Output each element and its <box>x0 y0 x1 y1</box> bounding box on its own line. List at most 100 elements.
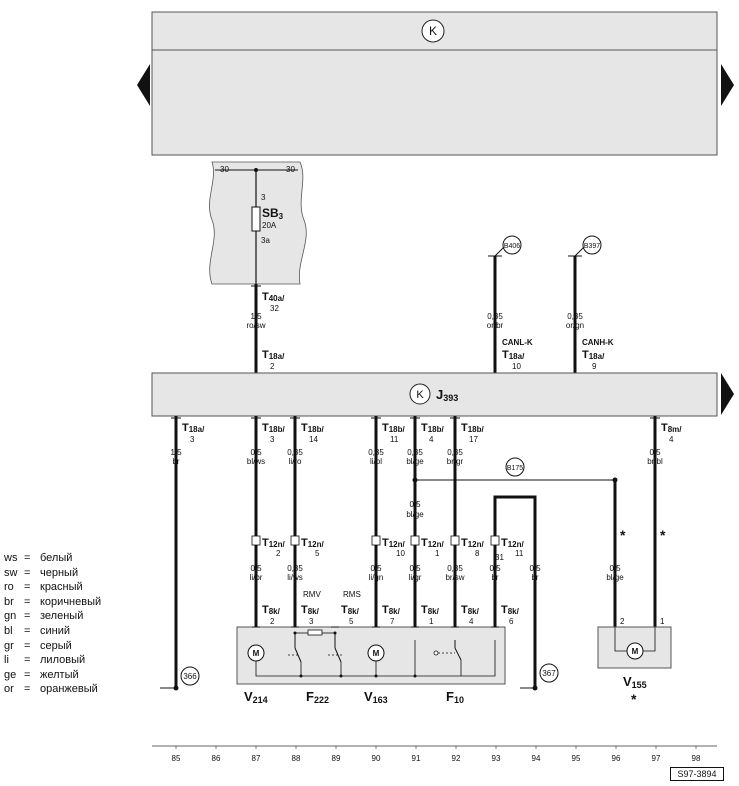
b397-branch: B397 0,35 or/gn CANH-K T18a/ 9 <box>566 235 614 373</box>
mid-wire-size: 0,5 <box>409 500 421 509</box>
t8k-connector-1: T8k/ <box>301 604 320 616</box>
t12n-color-4: br/sw <box>445 573 464 582</box>
t8k-pin-6: 6 <box>509 617 514 626</box>
component-v214: V214 <box>244 689 268 705</box>
column-number: 92 <box>452 754 461 763</box>
b397-label: B397 <box>584 243 600 250</box>
legend-row: gn=зеленый <box>4 609 101 624</box>
w96-size: 0,5 <box>609 564 621 573</box>
j-output-color-3: li/bl <box>370 457 382 466</box>
t12n-plug-icon <box>450 535 460 546</box>
j-output-color-5: br/gr <box>447 457 464 466</box>
column-number: 91 <box>412 754 421 763</box>
j-output-pin-2: 14 <box>309 435 318 444</box>
b397-connector: T18a/ <box>582 349 605 361</box>
component-v155: V155 <box>623 674 647 690</box>
component-f222: F222 <box>306 689 329 705</box>
legend-code: gn <box>4 610 17 623</box>
b397-size: 0,35 <box>567 312 583 321</box>
column-number: 97 <box>652 754 661 763</box>
column-number: 88 <box>292 754 301 763</box>
column-number: 85 <box>172 754 181 763</box>
t12n-pin-5: 11 <box>515 549 524 558</box>
column-number: 86 <box>212 754 221 763</box>
t12n-connector-0: T12n/ <box>262 537 286 549</box>
right-arrow-icon <box>721 64 734 106</box>
legend-text: зеленый <box>40 610 84 623</box>
j-output-size-6: 0,5 <box>649 448 661 457</box>
b397-pin: 9 <box>592 362 597 371</box>
t12n-color-1: li/ws <box>287 573 303 582</box>
j-output-pin-3: 11 <box>390 435 399 444</box>
v155-pin-2: 2 <box>620 617 625 626</box>
canl-label: CANL-K <box>502 338 533 347</box>
column-number: 94 <box>532 754 541 763</box>
v163-motor-icon: M <box>373 649 380 658</box>
t12n-connector-4: T12n/ <box>461 537 485 549</box>
t18a-2-pin: 2 <box>270 362 275 371</box>
top-circle-label: K <box>429 24 437 38</box>
bus-30-right: 30 <box>286 165 295 174</box>
legend-code: ge <box>4 668 17 681</box>
j-output-connector-6: T8m/ <box>661 422 682 434</box>
v155-actuator: M 2 1 <box>597 617 672 669</box>
legend-eq: = <box>24 595 31 608</box>
b406-pin: 10 <box>512 362 521 371</box>
t8k-pin-2: 5 <box>349 617 354 626</box>
j-output-color-1: bl/ws <box>247 457 265 466</box>
fuse-name: SB3 <box>262 206 284 221</box>
legend-row: sw=черный <box>4 566 101 581</box>
t12n-connector-1: T12n/ <box>301 537 325 549</box>
b397-color: or/gn <box>566 321 584 330</box>
b406-branch: B406 0,35 or/br CANL-K T18a/ 10 <box>487 235 533 373</box>
column-number: 95 <box>572 754 581 763</box>
w96-color: bl/ge <box>606 573 624 582</box>
t12n-size-2: 0,5 <box>370 564 382 573</box>
actuator-group: M M <box>236 626 506 685</box>
legend-row: ws=белый <box>4 551 101 566</box>
legend-eq: = <box>24 581 31 594</box>
column-number: 90 <box>372 754 381 763</box>
column-number: 98 <box>692 754 701 763</box>
t12n-pin-4: 8 <box>475 549 480 558</box>
legend-row: li=лиловый <box>4 653 101 668</box>
legend-row: gr=серый <box>4 639 101 654</box>
j-output-connector-1: T18b/ <box>262 422 286 434</box>
t12n-size-1: 0,35 <box>287 564 303 573</box>
t12n-plug-icon <box>251 535 261 546</box>
t8k-connector-2: T8k/ <box>341 604 360 616</box>
legend-code: ws <box>4 552 18 564</box>
legend-text: серый <box>40 639 72 652</box>
v214-motor-icon: M <box>253 649 260 658</box>
b406-size: 0,35 <box>487 312 503 321</box>
t40a-connector: T40a/ <box>262 291 285 303</box>
legend-code: bl <box>4 624 13 637</box>
legend-row: or=оранжевый <box>4 682 101 697</box>
fuse-pin-bottom: 3a <box>261 236 270 245</box>
legend-text: белый <box>40 552 73 564</box>
j-output-size-1: 0,5 <box>250 448 262 457</box>
column-number: 87 <box>252 754 261 763</box>
component-v163: V163 <box>364 689 388 705</box>
ground-366: 366 <box>183 672 197 681</box>
rmv-label: RMV <box>303 590 321 599</box>
component-f10: F10 <box>446 689 464 705</box>
mid-wire-color: bl/ge <box>406 510 424 519</box>
t40a-wire-color: ro/sw <box>246 321 265 330</box>
top-control-unit-panel: K <box>151 11 718 156</box>
t12n-plug-icon <box>490 535 500 546</box>
b406-connector: T18a/ <box>502 349 525 361</box>
legend-code: or <box>4 683 14 696</box>
legend-text: желтый <box>40 668 79 681</box>
column-number: 96 <box>612 754 621 763</box>
t12n-pin-0: 2 <box>276 549 281 558</box>
legend-text: оранжевый <box>40 683 98 696</box>
reference-code: S97-3894 <box>670 767 724 781</box>
j-output-connector-3: T18b/ <box>382 422 406 434</box>
j393-control-unit: K J393 <box>151 372 718 417</box>
fuse-pin-top: 3 <box>261 193 266 202</box>
j-output-color-2: li/ro <box>289 457 302 466</box>
t12n-pin-1: 5 <box>315 549 320 558</box>
j-output-size-3: 0,35 <box>368 448 384 457</box>
